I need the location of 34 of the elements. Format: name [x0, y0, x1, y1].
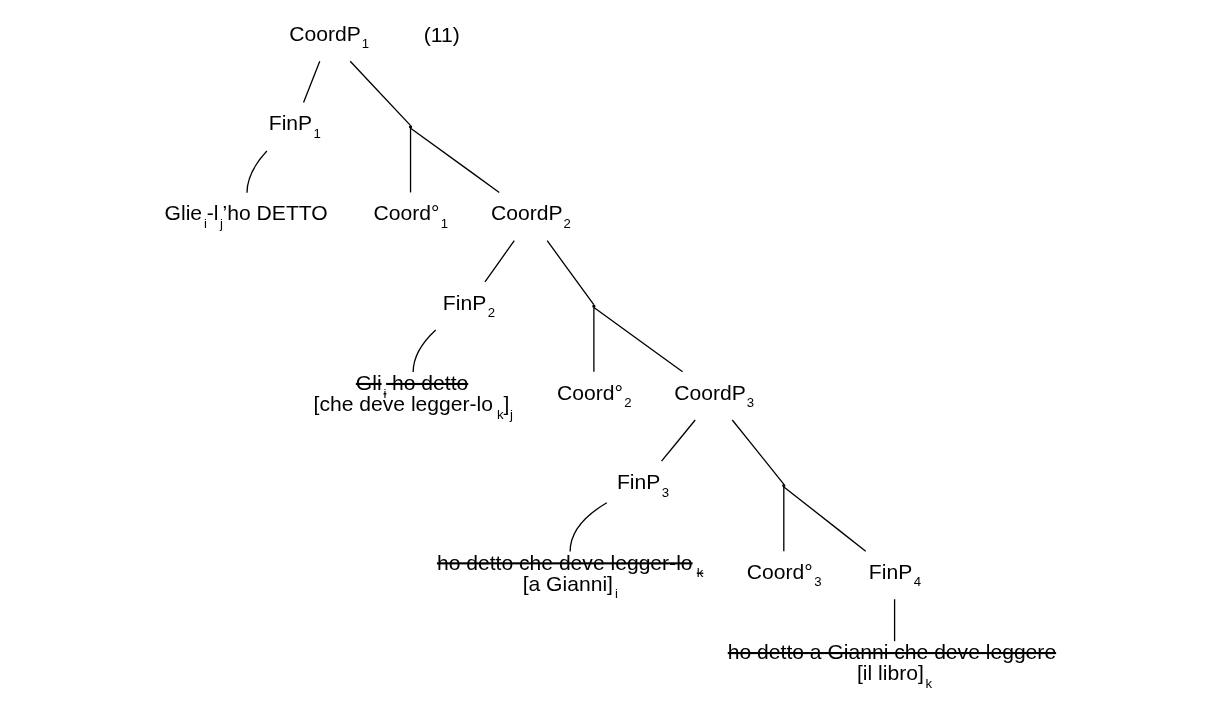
node-text: FinP$_{2}$ — [442, 290, 495, 321]
connector — [592, 306, 595, 373]
node-text: Glie$_{i}$-l$_{j}$’ho DETTO — [164, 201, 328, 231]
connector — [483, 240, 515, 283]
node-text: CoordP$_{3}$ — [673, 380, 754, 411]
node-text: Coord°$_{3}$ — [746, 559, 821, 590]
node-text: FinP$_{3}$ — [616, 470, 669, 500]
label: (11) — [423, 23, 460, 47]
node-text: FinP$_{1}$ — [268, 111, 321, 141]
connector — [568, 502, 607, 553]
node-point — [781, 483, 785, 488]
node-point — [591, 304, 595, 308]
connector — [782, 486, 866, 552]
node-text: Coord°$_{1}$ — [373, 201, 448, 231]
node-text: CoordP$_{1}$ — [288, 21, 369, 52]
connector — [245, 150, 267, 194]
node-text: CoordP$_{2}$ — [490, 201, 571, 231]
connector — [660, 419, 696, 462]
connector — [409, 127, 500, 194]
connector — [782, 486, 784, 552]
node-text: FinP$_{4}$ — [868, 559, 921, 590]
node-text: Gli$_{i}$ ho detto [che deve legger-lo$_{k}$]$_{j}$ — [313, 371, 513, 422]
connector — [412, 329, 436, 373]
connector — [302, 60, 320, 104]
connector — [349, 60, 411, 126]
connector — [546, 240, 594, 306]
connector — [592, 306, 683, 373]
connector — [893, 598, 895, 642]
connector — [409, 127, 411, 194]
node-text: ho detto a Gianni che deve leggere [il libro]$_{k}$ — [727, 640, 1056, 691]
node-text: Coord°$_{2}$ — [556, 380, 632, 411]
node-text: ho detto che deve legger-lo$_{k}$ [a Gianni]$_{i}$ — [436, 550, 703, 602]
connector — [731, 419, 784, 485]
node-point — [408, 125, 412, 129]
